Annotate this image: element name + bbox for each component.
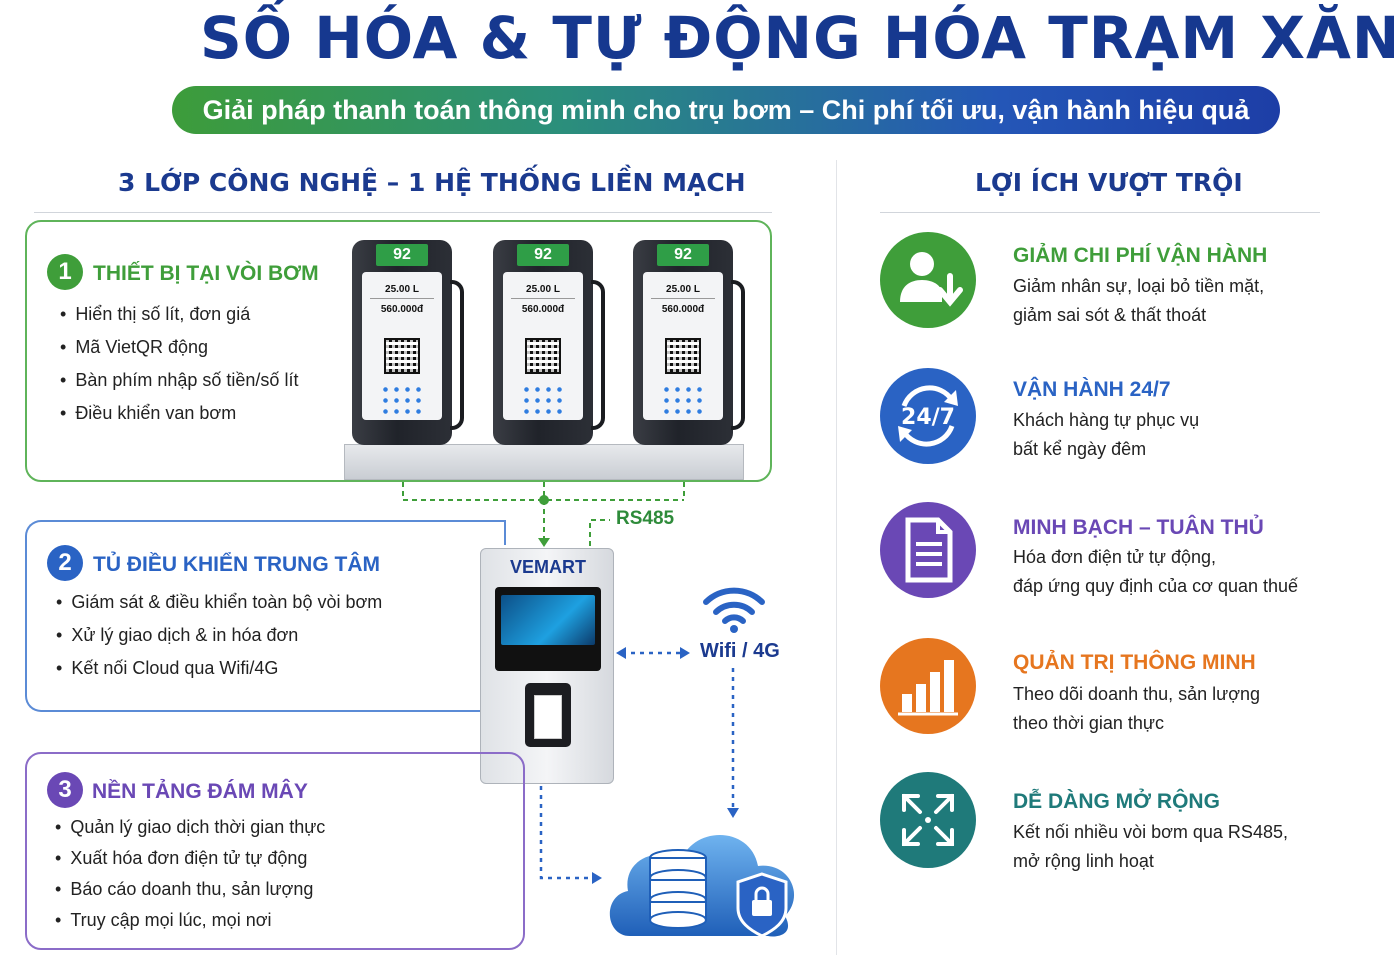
qr-code-icon xyxy=(384,338,420,374)
list-item: Mã VietQR động xyxy=(60,331,298,364)
pump-liters: 25.00 L xyxy=(526,284,560,295)
cloud-database-icon xyxy=(609,835,795,938)
column-divider xyxy=(836,160,837,955)
wifi-icon xyxy=(703,587,765,633)
controller-brand: VEMART xyxy=(510,557,586,577)
list-item: Hiển thị số lít, đơn giá xyxy=(60,298,298,331)
pump-island-base xyxy=(344,444,744,480)
receipt-icon xyxy=(534,695,562,739)
benefit-title: DỄ DÀNG MỞ RỘNG xyxy=(1013,790,1220,813)
keypad-icon xyxy=(521,384,565,418)
qr-code-icon xyxy=(665,338,701,374)
list-item: Quản lý giao dịch thời gian thực xyxy=(55,812,325,843)
fuel-pump-3: 92 25.00 L 560.000đ xyxy=(633,240,745,445)
right-column-title: LỢI ÍCH VƯỢT TRỘI xyxy=(975,168,1243,197)
layer-3-list: Quản lý giao dịch thời gian thực Xuất hó… xyxy=(55,812,325,936)
list-item: Truy cập mọi lúc, mọi nơi xyxy=(55,905,325,936)
fuel-pump-2: 92 25.00 L 560.000đ xyxy=(493,240,605,445)
right-title-underline xyxy=(880,212,1320,213)
controller-to-cloud xyxy=(539,786,594,880)
benefit-text: bất kể ngày đêm xyxy=(1013,439,1147,459)
pump-amount: 560.000đ xyxy=(661,304,705,315)
layer-3-number: 3 xyxy=(47,772,83,808)
keypad-icon xyxy=(380,384,424,418)
page-title: SỐ HÓA & TỰ ĐỘNG HÓA TRẠM XĂNG xyxy=(200,4,1394,72)
benefit-title: GIẢM CHI PHÍ VẬN HÀNH xyxy=(1013,244,1268,267)
layer-1-title: THIẾT BỊ TẠI VÒI BƠM xyxy=(93,262,319,285)
clock-24-7-icon: 24/7 xyxy=(880,368,976,464)
layer-2-title: TỦ ĐIỀU KHIỂN TRUNG TÂM xyxy=(93,553,380,576)
pump-display: 25.00 L 560.000đ xyxy=(643,272,723,420)
benefit-title: MINH BẠCH – TUÂN THỦ xyxy=(1013,516,1264,539)
touchscreen-icon xyxy=(495,587,601,671)
benefit-text: mở rộng linh hoạt xyxy=(1013,851,1154,871)
pump-display: 25.00 L 560.000đ xyxy=(503,272,583,420)
list-item: Bàn phím nhập số tiền/số lít xyxy=(60,364,298,397)
list-item: Xuất hóa đơn điện tử tự động xyxy=(55,843,325,874)
layer-1-panel xyxy=(25,220,772,482)
benefit-text: Khách hàng tự phục vụ xyxy=(1013,410,1200,430)
fuel-grade-badge: 92 xyxy=(376,244,428,266)
user-down-icon xyxy=(880,232,976,328)
qr-code-icon xyxy=(525,338,561,374)
pump-amount: 560.000đ xyxy=(380,304,424,315)
bus-arrow xyxy=(538,538,550,547)
pump-amount: 560.000đ xyxy=(521,304,565,315)
fuel-grade-badge: 92 xyxy=(657,244,709,266)
document-icon xyxy=(880,502,976,598)
benefit-title: QUẢN TRỊ THÔNG MINH xyxy=(1013,651,1256,674)
subtitle-banner: Giải pháp thanh toán thông minh cho trụ … xyxy=(172,86,1280,134)
benefit-text: Kết nối nhiều vòi bơm qua RS485, xyxy=(1013,822,1288,842)
central-controller: VEMART xyxy=(480,548,614,784)
benefit-text: theo thời gian thực xyxy=(1013,713,1164,733)
fuel-pump-1: 92 25.00 L 560.000đ xyxy=(352,240,464,445)
list-item: Báo cáo doanh thu, sản lượng xyxy=(55,874,325,905)
layer-1-number: 1 xyxy=(47,254,83,290)
expand-icon xyxy=(880,772,976,868)
pump-display: 25.00 L 560.000đ xyxy=(362,272,442,420)
rs485-label: RS485 xyxy=(616,508,675,529)
benefit-text: Giảm nhân sự, loại bỏ tiền mặt, xyxy=(1013,276,1265,296)
wifi-label: Wifi / 4G xyxy=(700,640,780,662)
fuel-grade-badge: 92 xyxy=(517,244,569,266)
pump-liters: 25.00 L xyxy=(666,284,700,295)
bar-chart-icon xyxy=(880,638,976,734)
keypad-icon xyxy=(661,384,705,418)
bus-junction xyxy=(539,495,549,505)
benefit-text: Hóa đơn điện tử tự động, xyxy=(1013,547,1217,567)
benefit-text: đáp ứng quy định của cơ quan thuế xyxy=(1013,576,1299,596)
pump-liters: 25.00 L xyxy=(385,284,419,295)
nozzle-hose-icon xyxy=(450,280,464,430)
list-item: Xử lý giao dịch & in hóa đơn xyxy=(56,619,382,652)
layer-1-list: Hiển thị số lít, đơn giá Mã VietQR động … xyxy=(60,298,298,430)
nozzle-hose-icon xyxy=(591,280,605,430)
list-item: Giám sát & điều khiển toàn bộ vòi bơm xyxy=(56,586,382,619)
benefit-text: giảm sai sót & thất thoát xyxy=(1013,305,1207,325)
layer-3-panel xyxy=(25,752,525,950)
left-title-underline xyxy=(34,212,772,213)
list-item: Điều khiển van bơm xyxy=(60,397,298,430)
layer-2-list: Giám sát & điều khiển toàn bộ vòi bơm Xử… xyxy=(56,586,382,685)
nozzle-hose-icon xyxy=(731,280,745,430)
clock-badge-text: 24/7 xyxy=(901,405,955,430)
benefit-text: Theo dõi doanh thu, sản lượng xyxy=(1013,684,1261,704)
layer-2-number: 2 xyxy=(47,545,83,581)
benefit-title: VẬN HÀNH 24/7 xyxy=(1013,378,1171,401)
left-column-title: 3 LỚP CÔNG NGHỆ – 1 HỆ THỐNG LIỀN MẠCH xyxy=(118,168,746,197)
rs485-pointer xyxy=(589,519,610,546)
layer-2-panel xyxy=(25,520,505,712)
layer-3-title: NỀN TẢNG ĐÁM MÂY xyxy=(92,780,308,803)
list-item: Kết nối Cloud qua Wifi/4G xyxy=(56,652,382,685)
